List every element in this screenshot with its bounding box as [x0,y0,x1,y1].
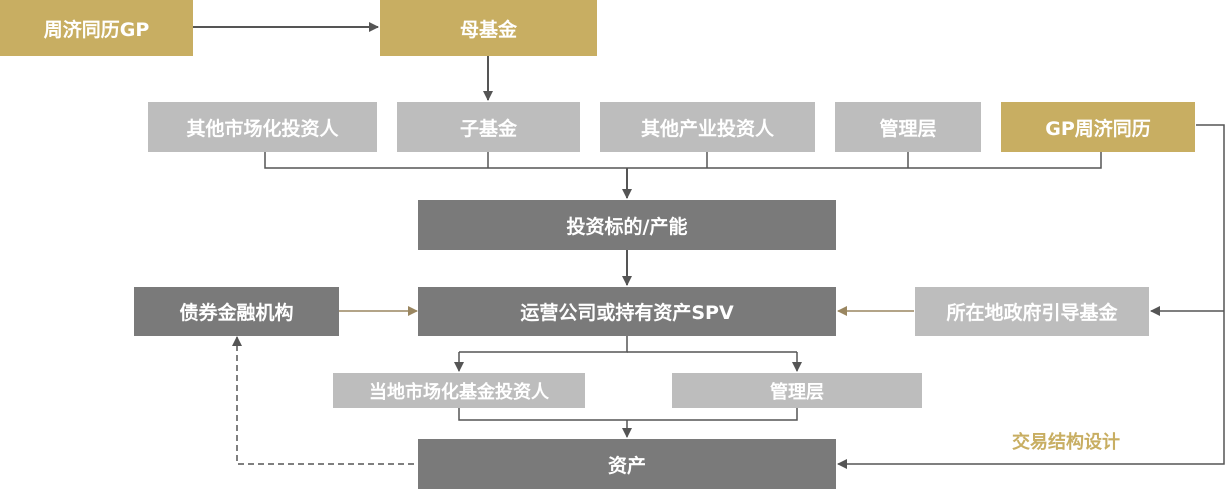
node-assets: 资产 [418,439,836,489]
node-local-government-fund: 所在地政府引导基金 [915,287,1149,336]
node-management-top: 管理层 [835,102,981,152]
node-other-market-investors: 其他市场化投资人 [148,102,377,152]
node-management-bottom: 管理层 [672,373,922,408]
node-bond-institutions: 债券金融机构 [134,287,339,336]
lower-merge-line [458,408,798,421]
node-sub-fund: 子基金 [397,102,580,152]
right-gp-line [837,124,1225,469]
node-gp-zhoujitongli-right: GP周济同历 [1001,102,1195,152]
node-investment-target: 投资标的/产能 [418,200,836,250]
node-local-market-fund-investors: 当地市场化基金投资人 [333,373,585,408]
spv-split-line [459,335,628,353]
node-operating-spv: 运营公司或持有资产SPV [418,287,836,336]
arrow-assets-to-bond-dashed [232,336,414,465]
node-other-industry-investors: 其他产业投资人 [600,102,815,152]
node-gp-zhoujitongli: 周济同历GP [0,0,193,56]
node-mother-fund: 母基金 [380,0,597,56]
diagram-caption: 交易结构设计 [1012,432,1120,453]
investors-collector-line [264,152,1102,169]
